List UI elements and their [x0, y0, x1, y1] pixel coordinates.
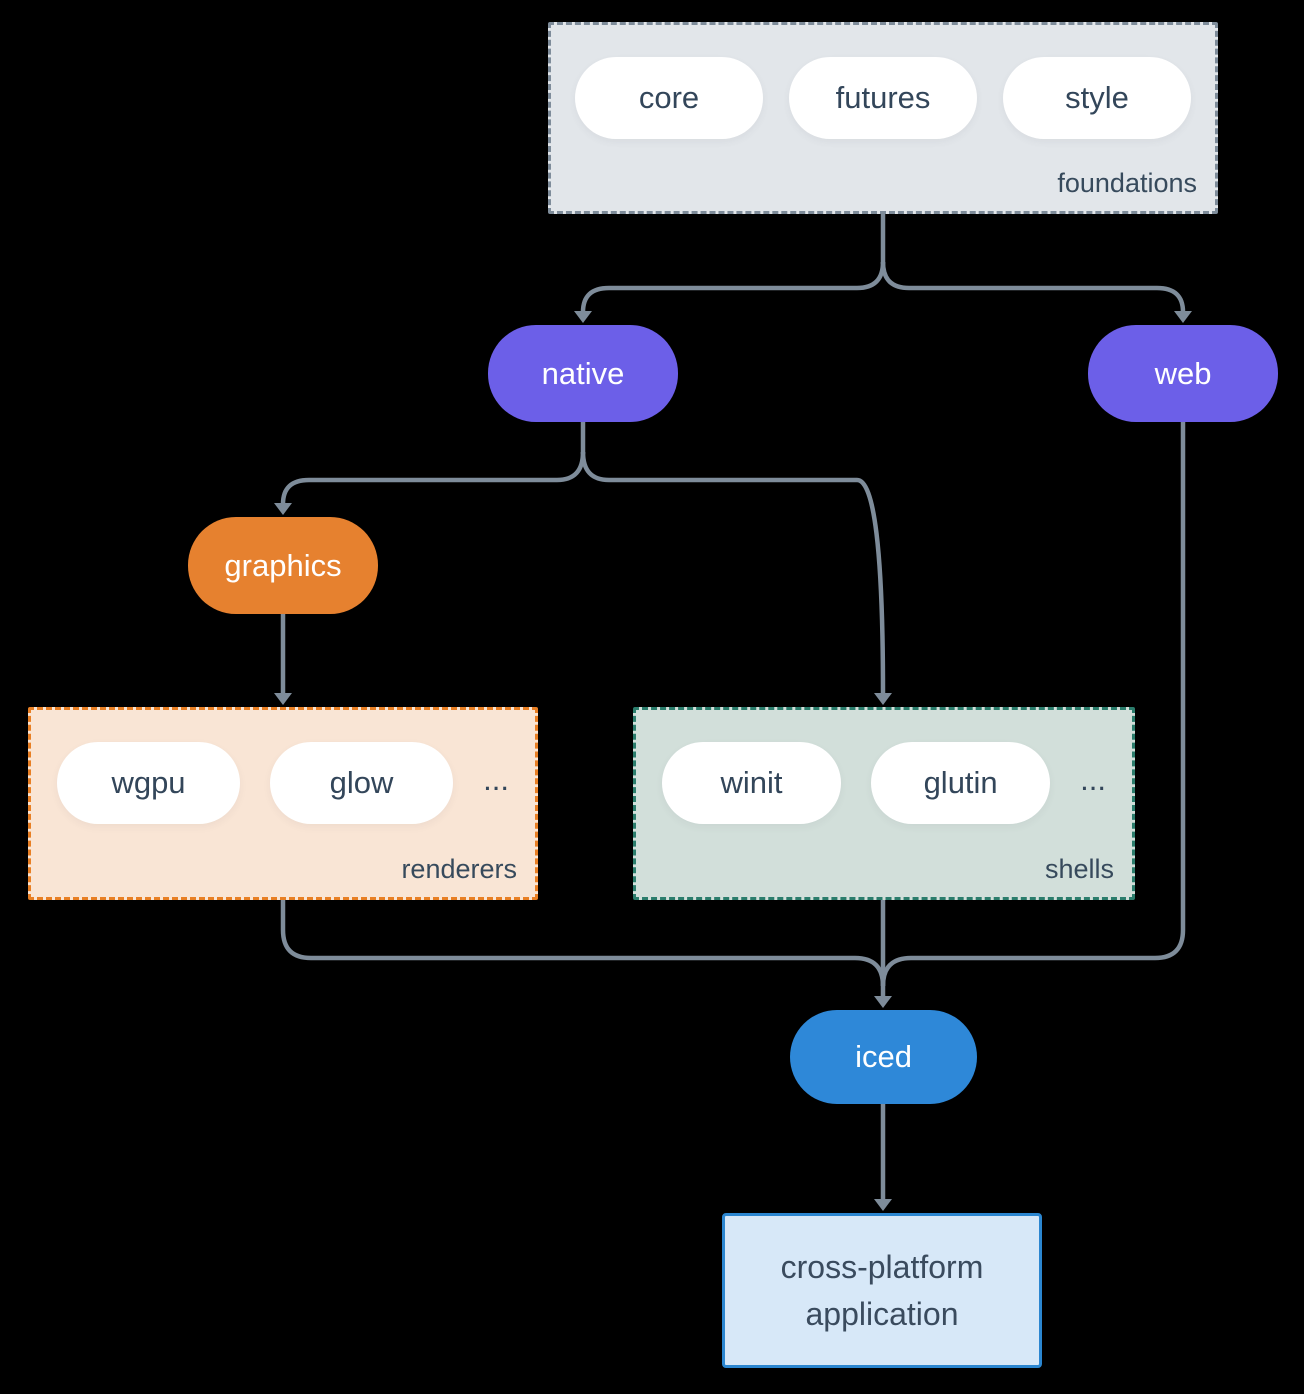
arrowhead-into-application	[874, 1199, 892, 1211]
edge-renderers-iced	[280, 900, 886, 987]
foundations-group: core futures style foundations	[548, 22, 1218, 214]
node-native: native	[488, 325, 678, 422]
shells-group: winit glutin ... shells	[633, 707, 1135, 900]
arrowhead-into-native	[574, 311, 592, 323]
renderers-group: wgpu glow ... renderers	[28, 707, 538, 900]
node-iced: iced	[790, 1010, 977, 1104]
arrowhead-into-graphics	[274, 503, 292, 515]
arrowhead-into-renderers	[274, 693, 292, 705]
node-futures: futures	[789, 57, 977, 139]
edge-native-graphics	[280, 451, 586, 505]
edge-foundations-web	[880, 261, 1186, 313]
application-label-line2: application	[805, 1295, 959, 1332]
renderers-label: renderers	[401, 854, 517, 884]
shells-pill-row: winit glutin ...	[636, 710, 1132, 824]
foundations-pill-row: core futures style	[551, 25, 1215, 139]
node-style: style	[1003, 57, 1191, 139]
node-graphics: graphics	[188, 517, 378, 614]
node-cross-platform-application: cross-platform application	[722, 1213, 1042, 1368]
arrowhead-into-shells	[874, 693, 892, 705]
arrowhead-into-web	[1174, 311, 1192, 323]
edge-foundations-native	[580, 261, 886, 313]
foundations-label: foundations	[1057, 168, 1197, 198]
node-web: web	[1088, 325, 1278, 422]
renderers-ellipsis: ...	[483, 762, 509, 797]
shells-ellipsis: ...	[1080, 762, 1106, 797]
shells-label: shells	[1044, 854, 1114, 884]
node-glow: glow	[270, 742, 453, 824]
renderers-pill-row: wgpu glow ...	[31, 710, 535, 824]
node-winit: winit	[662, 742, 842, 824]
arrowhead-into-iced	[874, 996, 892, 1008]
edge-native-shells	[580, 451, 886, 695]
node-glutin: glutin	[871, 742, 1051, 824]
node-wgpu: wgpu	[57, 742, 240, 824]
application-label-line1: cross-platform	[780, 1249, 984, 1286]
node-core: core	[575, 57, 763, 139]
edge-web-iced	[880, 422, 1186, 987]
